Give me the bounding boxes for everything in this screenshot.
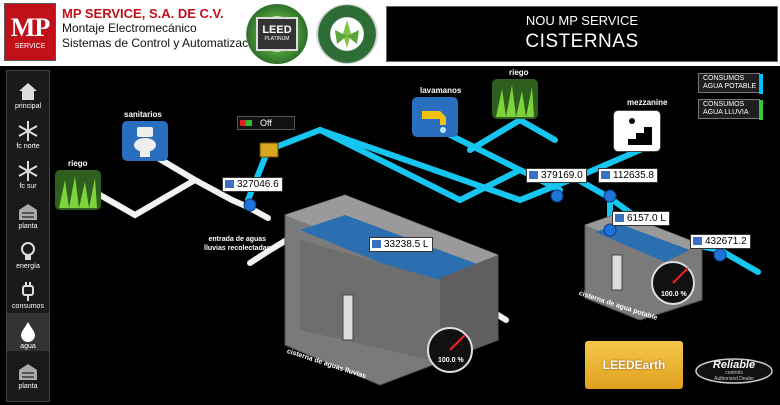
legend-line-2: AGUA POTABLE — [703, 83, 757, 90]
leed-platinum-badge: LEED PLATINUM — [246, 4, 308, 64]
grass-irrigation-icon[interactable] — [492, 79, 538, 119]
potable-cistern-label: cisterna de agua potable — [577, 290, 659, 323]
inlet-label-line-2: lluvias recolectadas — [204, 245, 271, 252]
stairs-icon[interactable] — [613, 110, 661, 152]
authorized-dealer-text: Authorized Dealer — [713, 376, 755, 382]
sidebar-item-energia[interactable]: energía — [7, 233, 49, 271]
valve-status-led — [240, 120, 252, 126]
legend-agua-potable[interactable]: CONSUMOS AGUA POTABLE — [698, 73, 763, 94]
rainwater-pipes — [97, 155, 509, 323]
meter-readout-1: 327046.6 — [222, 177, 283, 192]
potable-level-readout: 100.0 % — [661, 291, 687, 298]
company-line-1: Montaje Electromecánico — [62, 21, 197, 35]
green-building-council-badge — [316, 4, 378, 64]
sidebar-item-label: fc sur — [19, 183, 37, 190]
company-info: MP SERVICE, S.A. DE C.V. Montaje Electro… — [62, 6, 264, 51]
building-icon — [15, 360, 41, 382]
level-gauge-lluvia — [427, 327, 473, 373]
potable-color-swatch — [759, 74, 763, 94]
meter-icon — [601, 171, 610, 179]
meter-value: 33238.5 L — [384, 239, 429, 250]
valve-icon — [259, 142, 279, 158]
sidebar-item-fc-sur[interactable]: fc sur — [7, 153, 49, 191]
sidebar-item-label: planta — [18, 383, 38, 390]
meter-readout-6: 432671.2 — [690, 234, 751, 249]
leed-badge-main: LEED — [262, 24, 292, 36]
meter-icon — [372, 240, 381, 248]
screen-title-top: NOU MP SERVICE — [525, 13, 639, 28]
sidebar-item-label: consumos — [12, 303, 44, 310]
company-name: MP SERVICE, S.A. DE C.V. — [62, 6, 224, 21]
lluvia-color-swatch — [759, 100, 763, 120]
meter-readout-2: 379169.0 — [526, 168, 587, 183]
snowflake-icon — [15, 160, 41, 182]
sidebar-item-principal[interactable]: principal — [7, 73, 49, 111]
meter-readout-5: 6157.0 L — [612, 211, 670, 226]
rain-cistern-label: cisterna de aguas lluvias — [285, 348, 367, 381]
plug-icon — [15, 280, 41, 302]
meter-value: 327046.6 — [237, 179, 279, 190]
sidebar-item-planta-2[interactable]: planta — [7, 353, 49, 391]
label-mezzanine: mezzanine — [627, 98, 668, 107]
grass-irrigation-icon[interactable] — [55, 170, 101, 210]
meter-value: 379169.0 — [541, 170, 583, 181]
toilet-icon[interactable] — [122, 121, 168, 161]
home-icon — [15, 80, 41, 102]
meter-icon — [693, 237, 702, 245]
meter-readout-3: 112635.8 — [598, 168, 658, 183]
valve-status-text: Off — [260, 118, 272, 128]
reliable-text: Reliable — [712, 359, 756, 371]
meter-icon — [615, 214, 624, 222]
potable-water-pipes — [245, 116, 761, 275]
logo-sub-text: SERVICE — [14, 42, 46, 50]
reliable-controls-logo: Reliable controls Authorized Dealer — [694, 357, 774, 385]
faucet-icon[interactable] — [412, 97, 458, 137]
sidebar-item-label: agua — [20, 343, 36, 350]
meter-value: 112635.8 — [613, 170, 654, 181]
inlet-label: entrada de aguas lluvias recolectadas — [204, 235, 271, 253]
sidebar-nav: principal fc norte fc sur planta energía… — [6, 70, 50, 402]
meter-value: 6157.0 L — [627, 213, 666, 224]
label-sanitarios: sanitarios — [124, 110, 162, 119]
leed-earth-logo: LEEDEarth — [585, 341, 683, 389]
logo-main-text: MP — [10, 12, 50, 42]
sidebar-item-consumos[interactable]: consumos — [7, 273, 49, 311]
lightbulb-icon — [15, 240, 41, 262]
inlet-label-line-1: entrada de aguas — [208, 236, 267, 243]
meter-readout-4: 33238.5 L — [369, 237, 433, 252]
label-riego-left: riego — [68, 159, 88, 168]
building-icon — [15, 200, 41, 222]
label-riego-top: riego — [509, 68, 529, 77]
sidebar-item-label: principal — [14, 103, 42, 110]
sidebar-item-label: fc norte — [16, 143, 40, 150]
company-line-2: Sistemas de Control y Automatización — [62, 36, 265, 50]
mp-service-logo: MP SERVICE — [4, 3, 56, 61]
legend-line-2: AGUA LLUVIA — [703, 109, 749, 116]
header-bar: MP SERVICE MP SERVICE, S.A. DE C.V. Mont… — [0, 0, 780, 66]
valve-toggle[interactable]: Off — [237, 116, 295, 130]
screen-title-box: NOU MP SERVICE CISTERNAS — [386, 6, 778, 62]
snowflake-icon — [15, 120, 41, 142]
leaf-icon — [335, 20, 359, 48]
sidebar-item-fc-norte[interactable]: fc norte — [7, 113, 49, 151]
water-drop-icon — [15, 320, 41, 342]
sidebar-item-agua[interactable]: agua — [7, 313, 49, 351]
label-lavamanos: lavamanos — [420, 86, 462, 95]
meter-icon — [225, 180, 234, 188]
sidebar-item-planta[interactable]: planta — [7, 193, 49, 231]
sidebar-item-label: energía — [16, 263, 40, 270]
meter-value: 432671.2 — [705, 236, 747, 247]
screen-title-main: CISTERNAS — [525, 31, 639, 52]
legend-agua-lluvia[interactable]: CONSUMOS AGUA LLUVIA — [698, 99, 763, 120]
leed-earth-text: LEEDEarth — [602, 358, 666, 372]
rain-level-readout: 100.0 % — [438, 357, 464, 364]
legend-line-1: CONSUMOS — [703, 75, 745, 82]
leed-badge-sub: PLATINUM — [264, 36, 290, 42]
meter-icon — [529, 171, 538, 179]
controls-text: controls — [725, 370, 743, 376]
sidebar-item-label: planta — [18, 223, 38, 230]
legend-line-1: CONSUMOS — [703, 101, 745, 108]
